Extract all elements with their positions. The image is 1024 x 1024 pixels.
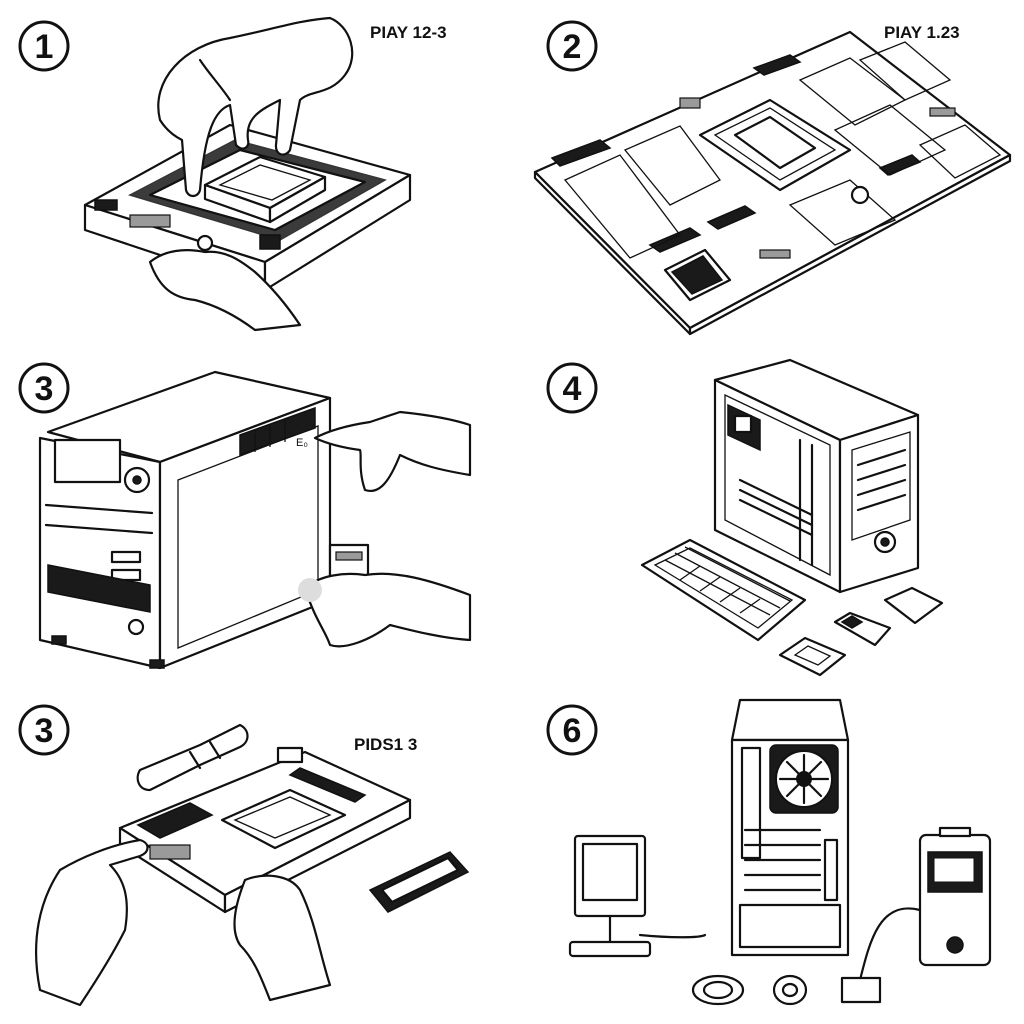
pc-case-illustration: E₀ <box>38 370 332 670</box>
monitor-illustration <box>568 834 707 958</box>
step-2-panel: 2 PIAY 1.23 <box>533 20 1012 336</box>
step-5-panel: 3 PIDS1 3 <box>18 704 470 1007</box>
cpu-socket-illustration <box>83 123 412 292</box>
step-2-badge: 2 <box>546 20 598 72</box>
step-3-panel: 3 E₀ <box>18 362 472 670</box>
step-2-number: 2 <box>563 28 582 66</box>
hand-illustration <box>157 16 354 198</box>
hand-illustration <box>34 838 149 1007</box>
hand-illustration <box>298 572 472 648</box>
step-1-badge: 1 <box>18 20 70 72</box>
hand-illustration <box>148 249 302 332</box>
step-5-number: 3 <box>35 712 54 750</box>
case-label: E₀ <box>296 437 308 449</box>
memory-module-illustration <box>368 851 470 913</box>
cable-illustration <box>136 723 249 792</box>
step-6-panel: 6 <box>546 698 992 1006</box>
step-6-number: 6 <box>563 712 582 750</box>
power-supply-illustration <box>858 826 992 982</box>
step-5-badge: 3 <box>18 704 70 756</box>
step-6-badge: 6 <box>546 704 598 756</box>
step-1-caption: PIAY 12-3 <box>370 23 447 42</box>
step-4-number: 4 <box>563 370 582 408</box>
step-4-badge: 4 <box>546 362 598 414</box>
component-illustration <box>778 586 944 677</box>
hand-illustration <box>233 874 332 1002</box>
step-3-number: 3 <box>35 370 54 408</box>
open-tower-illustration <box>713 358 920 594</box>
keyboard-illustration <box>640 538 807 642</box>
motherboard-illustration <box>533 30 1012 336</box>
step-1-panel: 1 PIAY 12-3 <box>18 16 447 332</box>
component-illustration <box>691 974 882 1006</box>
hand-illustration <box>313 410 472 493</box>
step-3-badge: 3 <box>18 362 70 414</box>
step-5-caption: PIDS1 3 <box>354 735 417 754</box>
tower-rear-illustration <box>730 698 850 957</box>
step-2-caption: PIAY 1.23 <box>884 23 960 42</box>
step-4-panel: 4 <box>546 358 944 677</box>
step-1-number: 1 <box>35 28 54 66</box>
